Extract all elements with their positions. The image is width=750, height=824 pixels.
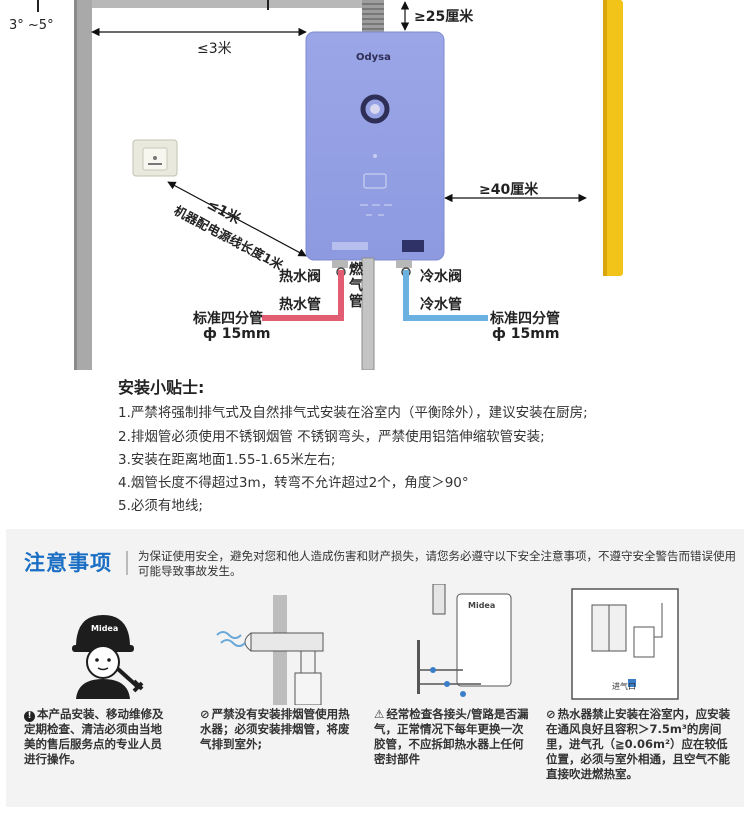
- cold-water-pipe: [403, 270, 488, 321]
- installation-diagram: [37, 0, 623, 370]
- tip-item: 1.严禁将强制排气式及自然排气式安装在浴室内（平衡除外），建议安装在厨房;: [118, 405, 588, 421]
- notice-title: 注意事项: [24, 551, 112, 575]
- hot-water-pipe: [262, 270, 344, 321]
- top-distance-label: ≥25厘米: [414, 9, 474, 25]
- std-pipe-left-label: 标准四分管: [193, 311, 263, 327]
- brand-logo: Odysa: [356, 52, 391, 63]
- hose-check-illustration: [417, 584, 512, 697]
- vent-label: 进气口: [612, 682, 636, 691]
- water-heater-body: [305, 31, 445, 261]
- heater-knob: [360, 94, 390, 124]
- notice-card-1: !本产品安装、移动维修及定期检查、清洁必须由当地美的售后服务点的专业人员进行操作…: [24, 707, 172, 767]
- notice-card-text: 经常检查各接头/管路是否漏气，正常情况下每年更换一次胶管，不应拆卸热水器上任何密…: [374, 707, 529, 766]
- technician-brand-label: Midea: [91, 624, 119, 633]
- flue-illustration: [216, 595, 324, 705]
- cold-pipe-label: 冷水管: [420, 297, 462, 313]
- notice-card-4: ⊘热水器禁止安装在浴室内，应安装在通风良好且容积＞7.5m³的房间里，进气孔（≧…: [546, 707, 736, 782]
- notice-card-text: 热水器禁止安装在浴室内，应安装在通风良好且容积＞7.5m³的房间里，进气孔（≧0…: [546, 707, 731, 781]
- diameter-left-label: ф 15mm: [203, 326, 271, 342]
- notice-card-text: 本产品安装、移动维修及定期检查、清洁必须由当地美的售后服务点的专业人员进行操作。: [24, 707, 164, 766]
- diameter-right-label: ф 15mm: [492, 326, 560, 342]
- right-distance-label: ≥40厘米: [479, 182, 539, 198]
- gas-pipe-label: 燃气管: [349, 262, 363, 310]
- notice-section: 注意事项 为保证使用安全，避免对您和他人造成伤害和财产损失，请您务必遵守以下安全…: [6, 529, 744, 807]
- tip-item: 2.排烟管必须使用不锈钢烟管 不锈钢弯头，严禁使用铝箔伸缩软管安装;: [118, 429, 545, 445]
- angle-label: 3° ~5°: [9, 18, 54, 33]
- notice-divider: [126, 551, 128, 575]
- notice-card-3: ⚠经常检查各接头/管路是否漏气，正常情况下每年更换一次胶管，不应拆卸热水器上任何…: [374, 707, 534, 767]
- tip-item: 3.安装在距离地面1.55-1.65米左右;: [118, 452, 336, 468]
- gas-supply-pipe: [603, 0, 623, 276]
- hose-check-brand-label: Midea: [468, 601, 496, 610]
- hot-pipe-label: 热水管: [279, 297, 321, 313]
- tip-item: 5.必须有地线;: [118, 498, 203, 514]
- gas-pipe: [361, 257, 375, 370]
- flue-pipe: [362, 0, 384, 34]
- technician-illustration: [72, 615, 144, 699]
- warning-icon: ⚠: [374, 707, 385, 721]
- notice-card-2: ⊘严禁没有安装排烟管使用热水器；必须安装排烟管，将废气排到室外;: [200, 707, 360, 752]
- notice-intro: 为保证使用安全，避免对您和他人造成伤害和财产损失，请您务必遵守以下安全注意事项，…: [138, 549, 736, 578]
- notice-card-text: 严禁没有安装排烟管使用热水器；必须安装排烟管，将废气排到室外;: [200, 707, 350, 751]
- power-socket: [132, 139, 178, 177]
- exclamation-icon: !: [24, 711, 35, 722]
- bathroom-vent-illustration: [571, 588, 679, 700]
- cold-valve-label: 冷水阀: [420, 269, 462, 285]
- prohibited-icon: ⊘: [200, 707, 210, 721]
- prohibited-icon: ⊘: [546, 707, 556, 721]
- tip-item: 4.烟管长度不得超过3m，转弯不允许超过2个，角度＞90°: [118, 475, 469, 491]
- left-wall: [74, 0, 92, 370]
- std-pipe-right-label: 标准四分管: [490, 311, 560, 327]
- side-distance-label: ≤3米: [197, 41, 232, 57]
- tips-title: 安装小贴士:: [118, 378, 205, 397]
- hot-valve-label: 热水阀: [279, 269, 321, 285]
